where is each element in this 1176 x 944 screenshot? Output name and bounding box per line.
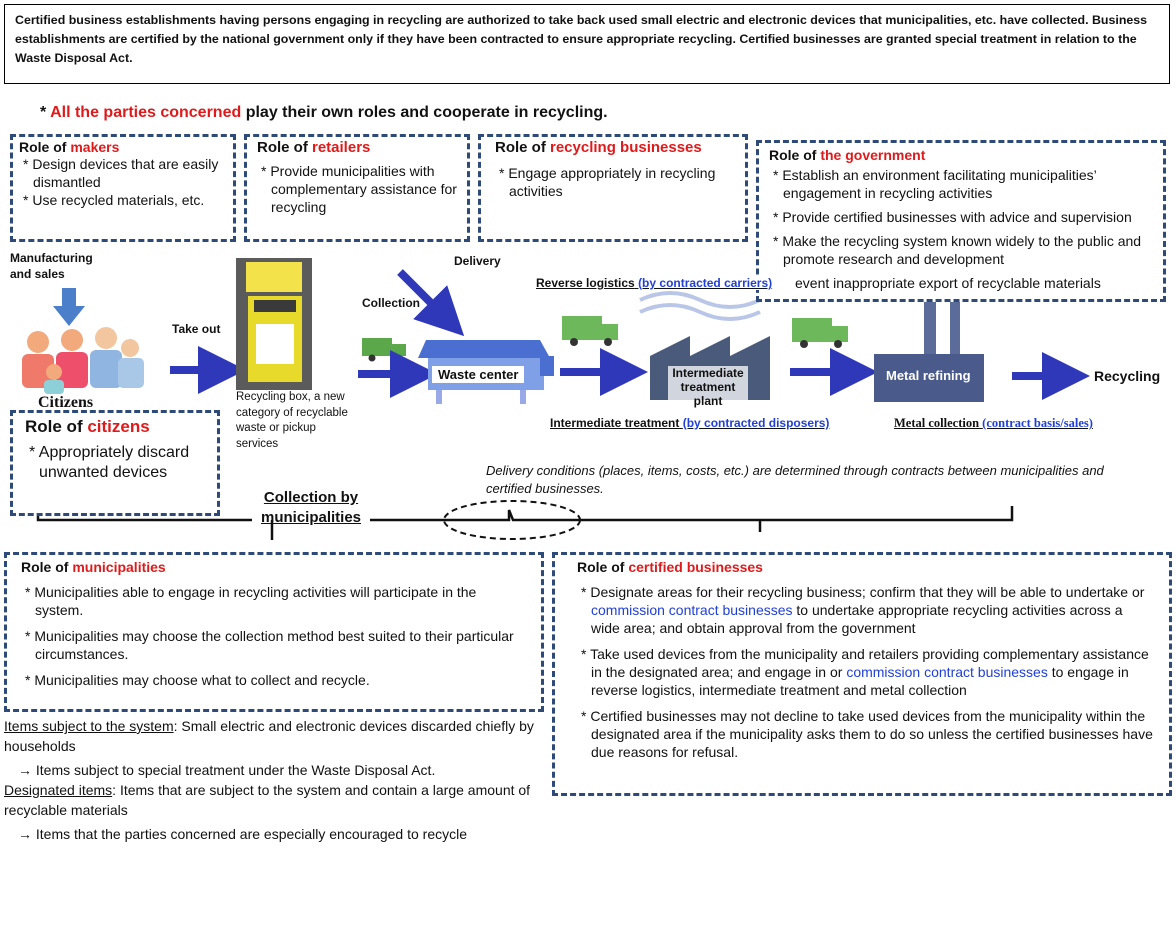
headline-rest: play their own roles and cooperate in re… (241, 104, 608, 121)
role-municipalities-title: Role of municipalities (21, 559, 166, 575)
metal-refining-label: Metal refining (886, 368, 971, 383)
citizens-label: Citizens (38, 394, 94, 411)
collection-by-municipalities: Collection by municipalities (260, 489, 362, 526)
role-certified-item: * Certified businesses may not decline t… (581, 708, 1153, 760)
truck-icon (362, 338, 406, 362)
footer-notes: Items subject to the system: Small elect… (4, 716, 550, 844)
role-government-item: * Make the recycling system known widely… (773, 233, 1142, 267)
commission-contract-link: commission contract businesses (846, 664, 1048, 680)
role-municipalities-item: * Municipalities able to engage in recyc… (25, 584, 477, 618)
role-government-item: * Provide certified businesses with advi… (773, 209, 1132, 225)
intro-box: Certified business establishments having… (4, 4, 1170, 84)
delivery-label: Delivery (454, 254, 501, 268)
headline-highlight: All the parties concerned (50, 104, 242, 121)
recycling-label: Recycling (1094, 368, 1161, 384)
truck-icon (792, 318, 848, 348)
role-government-title: Role of the government (769, 147, 926, 163)
headline-star: * (40, 104, 51, 121)
items-subject-arrow: → Items subject to special treatment und… (18, 762, 436, 778)
role-municipalities-box: Role of municipalities * Municipalities … (4, 552, 544, 712)
role-citizens-item: * Appropriately discard unwanted devices (29, 444, 190, 481)
role-certified-item: * Designate areas for their recycling bu… (581, 584, 1145, 636)
designated-items-arrow: → Items that the parties concerned are e… (18, 826, 468, 842)
role-recycling-box: Role of recycling businesses * Engage ap… (478, 134, 748, 242)
waste-center-label: Waste center (432, 366, 525, 383)
overlap-ellipse (443, 500, 581, 540)
role-citizens-box: Role of citizens * Appropriately discard… (10, 410, 220, 516)
role-government-item: * Establish an environment facilitating … (773, 167, 1097, 201)
truck-icon (562, 316, 618, 346)
intermediate-treatment-label: Intermediate treatment (by contracted di… (550, 416, 830, 430)
role-certified-box: Role of certified businesses * Designate… (552, 552, 1172, 796)
role-retailers-item: * Provide municipalities with complement… (261, 163, 457, 215)
items-subject-label: Items subject to the system (4, 718, 174, 734)
items-subject: Items subject to the system: Small elect… (4, 718, 534, 754)
role-makers-item: * Design devices that are easily dismant… (23, 156, 219, 190)
designated-items-label: Designated items (4, 782, 113, 798)
recycling-box-caption: Recycling box, a new category of recycla… (236, 391, 348, 450)
role-recycling-title: Role of recycling businesses (495, 139, 702, 156)
role-certified-title: Role of certified businesses (577, 559, 763, 575)
intro-text: Certified business establishments having… (15, 13, 1148, 65)
recycling-box-icon (236, 258, 312, 390)
role-municipalities-item: * Municipalities may choose the collecti… (25, 628, 514, 662)
collection-label: Collection (362, 296, 421, 310)
designated-items: Designated items: Items that are subject… (4, 782, 531, 818)
role-makers-title: Role of makers (19, 139, 120, 155)
take-out-label: Take out (172, 322, 221, 336)
role-citizens-title: Role of citizens (25, 417, 150, 436)
down-arrow-icon (53, 288, 85, 326)
role-government-box: Role of the government * Establish an en… (756, 140, 1166, 302)
role-retailers-title: Role of retailers (257, 139, 371, 156)
role-makers-box: Role of makers * Design devices that are… (10, 134, 236, 242)
role-municipalities-item: * Municipalities may choose what to coll… (25, 672, 370, 688)
metal-collection-label: Metal collection (contract basis/sales) (894, 416, 1093, 430)
intermediate-plant-label: Intermediate treatment plant (668, 366, 748, 408)
manufacturing-label: Manufacturing and sales (10, 251, 93, 281)
role-recycling-item: * Engage appropriately in recycling acti… (499, 165, 716, 199)
commission-contract-link: commission contract businesses (591, 602, 793, 618)
refinery-icon (874, 300, 984, 402)
delivery-conditions: Delivery conditions (places, items, cost… (486, 463, 1104, 496)
role-certified-item: * Take used devices from the municipalit… (581, 646, 1149, 698)
reverse-logistics-label: Reverse logistics (by contracted carrier… (536, 276, 773, 290)
role-makers-item: * Use recycled materials, etc. (23, 192, 205, 208)
headline: * All the parties concerned play their o… (40, 104, 608, 122)
role-government-item: event inappropriate export of recyclable… (795, 275, 1101, 291)
citizens-family-icon (22, 327, 144, 394)
role-retailers-box: Role of retailers * Provide municipaliti… (244, 134, 470, 242)
waste-center-icon (418, 340, 554, 404)
